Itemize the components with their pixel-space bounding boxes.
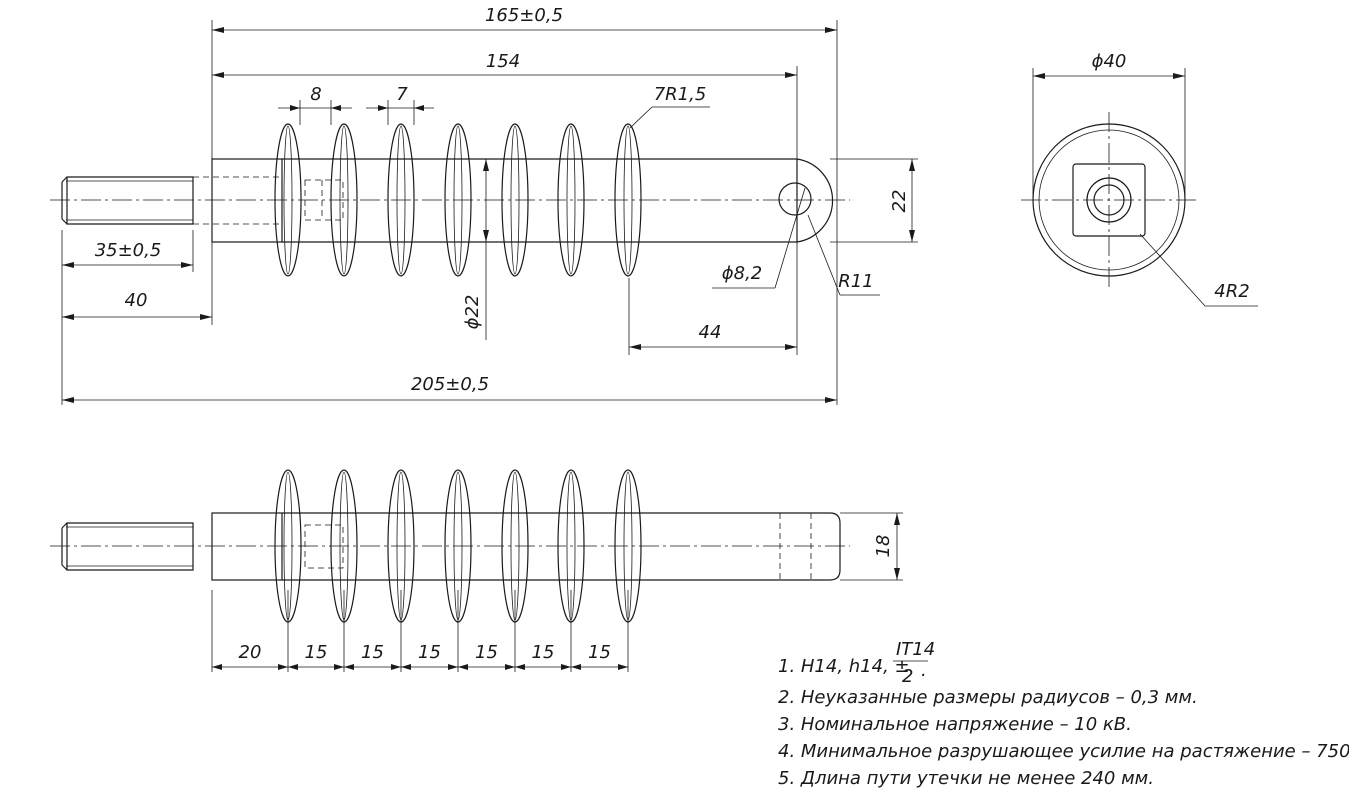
eye-head	[796, 158, 834, 243]
dim-8: 8	[310, 84, 321, 105]
dim-35: 35±0,5	[95, 240, 162, 261]
note-4: 4. Минимальное разрушающее усилие на рас…	[778, 741, 1349, 762]
note-2: 2. Неуказанные размеры радиусов – 0,3 мм…	[778, 687, 1198, 708]
dim-pitch: 15	[532, 642, 555, 663]
shed	[614, 123, 642, 277]
dim-pitch: 15	[588, 642, 611, 663]
shed	[330, 123, 358, 277]
dim-phi40: ϕ40	[1092, 51, 1127, 72]
dim-phi82: ϕ8,2	[722, 263, 763, 284]
dimensions: 165±0,5 154 8 7 7R1,5 22 ϕ8,2 R1	[61, 5, 1258, 672]
note-1: 1. H14, h14, ±	[778, 656, 910, 677]
dim-7: 7	[396, 84, 408, 105]
dim-pitch: 15	[418, 642, 441, 663]
note-1-suffix: .	[921, 660, 927, 681]
note-1-den: 2	[902, 666, 913, 687]
dim-phi22: ϕ22	[462, 295, 483, 330]
shed	[444, 123, 472, 277]
base-block	[211, 158, 283, 243]
dim-22-head: 22	[889, 190, 910, 213]
shed	[501, 123, 529, 277]
dim-4r2: 4R2	[1214, 281, 1249, 302]
end-view	[1021, 112, 1197, 288]
note-3: 3. Номинальное напряжение – 10 кВ.	[778, 714, 1132, 735]
dim-pitch: 15	[361, 642, 384, 663]
shed	[557, 123, 585, 277]
dim-7r15: 7R1,5	[654, 84, 707, 105]
dim-18: 18	[873, 535, 894, 558]
dim-pitch: 15	[475, 642, 498, 663]
note-5: 5. Длина пути утечки не менее 240 мм.	[778, 768, 1154, 789]
note-1-num: IT14	[896, 639, 935, 660]
dim-44: 44	[699, 322, 722, 343]
dim-40: 40	[125, 290, 148, 311]
shed	[274, 123, 302, 277]
threaded-stub	[61, 176, 194, 225]
notes: 1. H14, h14, ± IT14 2 . 2. Неуказанные р…	[778, 639, 1349, 789]
dim-154: 154	[486, 51, 520, 72]
shed	[387, 123, 415, 277]
dim-pitch: 15	[305, 642, 328, 663]
dim-165: 165±0,5	[485, 5, 563, 26]
sheds-top	[274, 123, 642, 277]
front-view	[50, 123, 850, 277]
dim-r11: R11	[838, 271, 873, 292]
dim-205: 205±0,5	[411, 374, 489, 395]
dim-pitch: 20	[239, 642, 262, 663]
side-view	[50, 469, 850, 623]
eye-hole	[778, 182, 812, 216]
